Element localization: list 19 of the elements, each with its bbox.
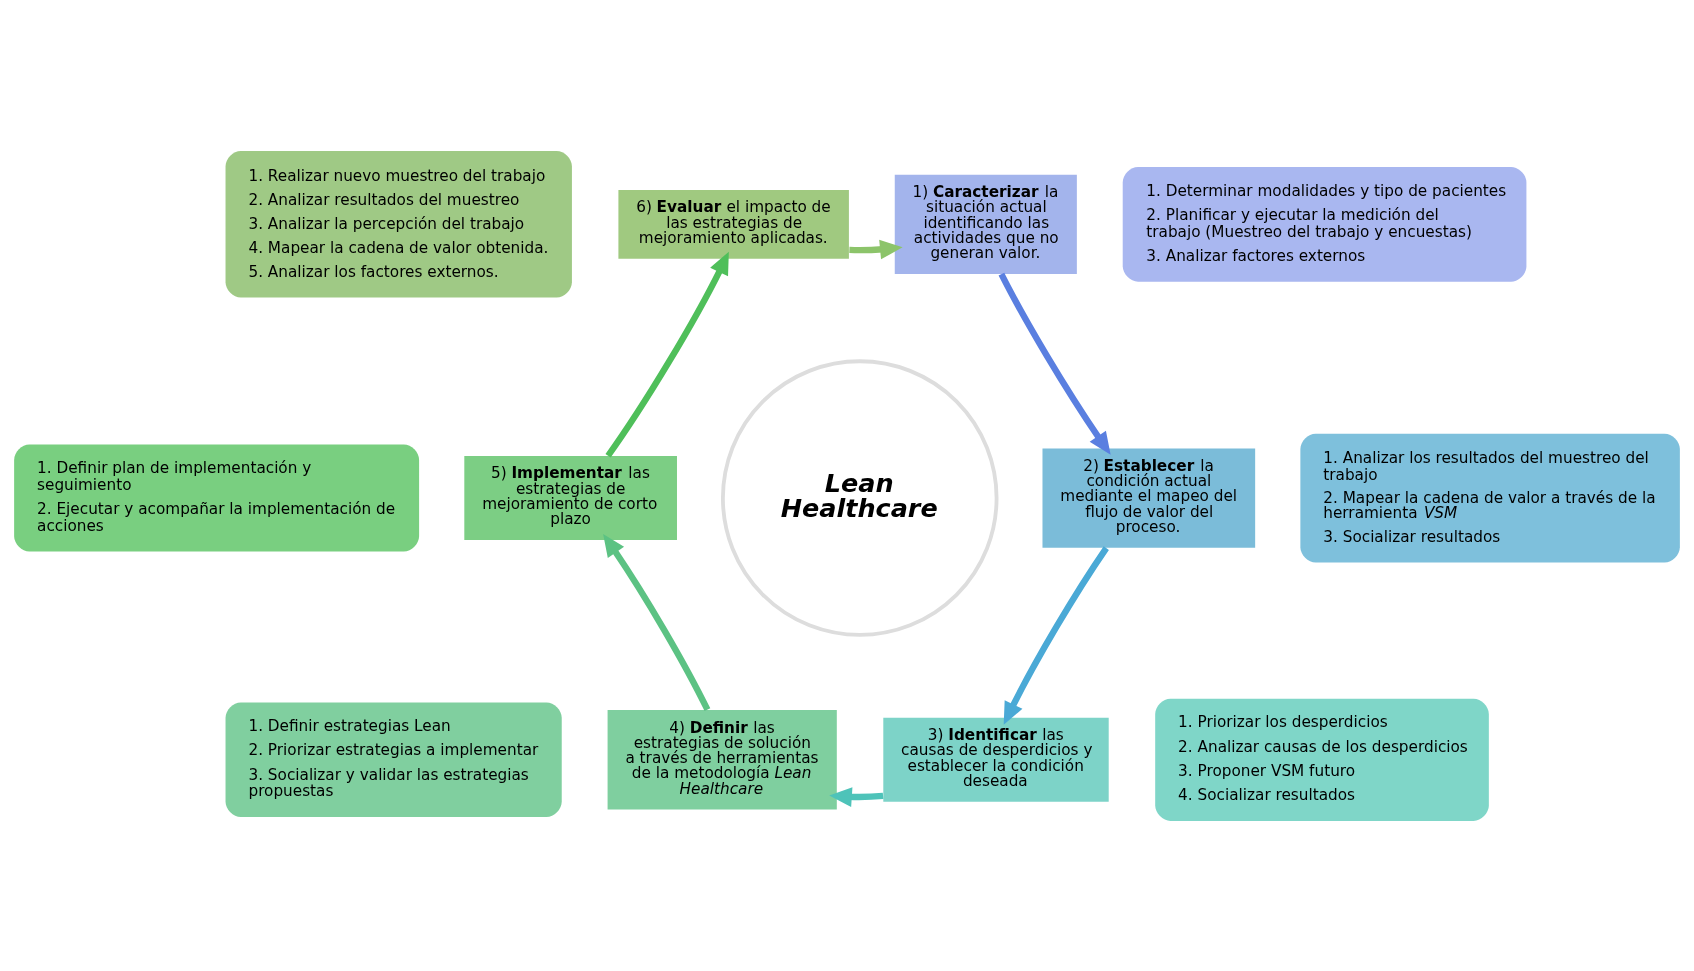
node-box: 1. Definir estrategias Lean 2. Priorizar estrategias a implementar 3. Socializar y validar las estrategias propuestas xyxy=(225,701,562,817)
node-box: 1. Determinar modalidades y tipo de pacientes 2. Planificar y ejecutar la medición del trabajo (Muestreo del trabajo y encuestas) 3. Analizar factores externos xyxy=(1122,166,1527,282)
arrow xyxy=(605,251,729,458)
node-box: 4) Definir las estrategias de solución a través de herramientas de la metodología Lean Healthcare xyxy=(607,709,837,809)
node-box: 1. Realizar nuevo muestreo del trabajo 2. Analizar resultados del muestreo 3. Analizar la percepción del trabajo 4. Mapear la cadena de valor obtenida. 5. Analizar los factores externos. xyxy=(225,150,572,298)
arrow xyxy=(1003,545,1109,725)
arrow xyxy=(603,533,711,711)
node-box: 1. Analizar los resultados del muestreo del trabajo 2. Mapear la cadena de valor a través de la herramienta VSM 3. Socializar resultados xyxy=(1300,433,1680,562)
arrow xyxy=(998,272,1111,455)
arrow xyxy=(849,239,903,259)
node-box: 2) Establecer la condición actual mediante el mapeo del flujo de valor del proceso. xyxy=(1042,447,1256,548)
node-box: 3) Identificar las causas de desperdicios y establecer la condición deseada xyxy=(883,717,1109,802)
arrow xyxy=(829,786,884,807)
node-box: 6) Evaluar el impacto de las estrategias de mejoramiento aplicadas. xyxy=(618,189,849,259)
node-box: 1. Definir plan de implementación y seguimiento 2. Ejecutar y acompañar la implementación de acciones xyxy=(14,444,420,552)
node-box: 1. Priorizar los desperdicios 2. Analizar causas de los desperdicios 3. Proponer VSM futuro 4. Socializar resultados xyxy=(1155,698,1489,821)
node-box: 5) Implementar las estrategias de mejoramiento de corto plazo xyxy=(464,455,677,540)
node-box: 1) Caracterizar la situación actual identificando las actividades que no generan valor. xyxy=(894,174,1077,274)
node-circle: Lean Healthcare xyxy=(720,358,999,637)
